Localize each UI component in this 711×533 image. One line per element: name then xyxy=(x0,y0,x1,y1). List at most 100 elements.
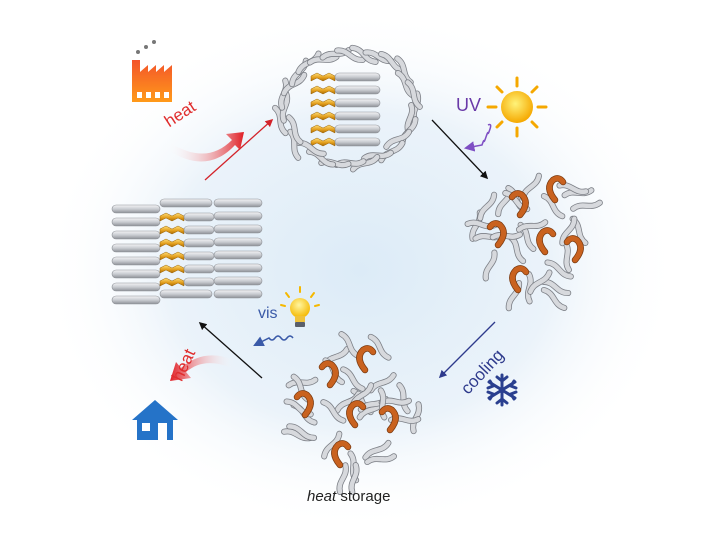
azobenzene-cis xyxy=(564,235,583,263)
crystal-rod-right xyxy=(213,198,263,208)
azobenzene-cis xyxy=(319,360,338,388)
melt-rod-core xyxy=(334,124,381,134)
azobenzene-cis xyxy=(332,440,351,468)
crystal-rod-right xyxy=(213,250,263,260)
crystal-rod-core xyxy=(183,264,215,274)
crystal-rod-left xyxy=(111,282,161,292)
melt-rod-core xyxy=(334,137,381,147)
melt-rod-core xyxy=(334,72,381,82)
crystal-rod-left xyxy=(111,243,161,253)
uv-chain xyxy=(541,279,571,296)
crystal-rod-core xyxy=(183,277,215,287)
uv-chain xyxy=(541,193,565,219)
crystal-rod-core xyxy=(183,251,215,261)
molten-state-molecules xyxy=(272,44,423,173)
uv-chain xyxy=(483,250,497,281)
azobenzene-trans xyxy=(159,212,185,222)
storage-chain xyxy=(321,431,342,459)
uv-label: UV xyxy=(456,95,482,115)
azobenzene-trans xyxy=(159,225,185,235)
crystal-rod-top xyxy=(159,198,213,208)
crystal-rod-bottom xyxy=(159,289,213,299)
azobenzene-trans xyxy=(310,98,336,108)
crystal-rod-left xyxy=(111,217,161,227)
lightbulb-icon xyxy=(280,286,320,327)
azobenzene-cis xyxy=(487,220,506,248)
melt-chain xyxy=(384,129,412,150)
storage-chain xyxy=(287,424,317,441)
azobenzene-trans xyxy=(310,72,336,82)
crystal-rod-left xyxy=(111,230,161,240)
azobenzene-trans xyxy=(159,238,185,248)
uv-wave-arrow xyxy=(463,123,492,152)
crystal-rod-core xyxy=(183,212,215,222)
melt-chain xyxy=(405,80,423,110)
vis-label: vis xyxy=(258,305,278,322)
crystal-rod-right xyxy=(213,224,263,234)
heat-input-arrow xyxy=(168,132,244,162)
crystal-rod-right xyxy=(213,237,263,247)
storage-chain xyxy=(368,334,391,360)
uv-chain xyxy=(477,192,497,221)
melt-rod-core xyxy=(334,85,381,95)
crystal-rod-right xyxy=(213,211,263,221)
uv-chain xyxy=(545,260,574,279)
arrow-uv-state-to-storage xyxy=(438,321,496,379)
uv-chain xyxy=(506,280,522,311)
melt-rod-core xyxy=(334,111,381,121)
uv-chain xyxy=(563,240,572,273)
heat-storage-caption-rest: storage xyxy=(340,488,391,505)
background-glow xyxy=(40,8,680,532)
crystal-rod-left xyxy=(111,204,161,214)
azobenzene-cis xyxy=(510,265,529,293)
melt-chain xyxy=(286,115,303,145)
arrow-melt-to-uv-state xyxy=(431,119,489,180)
azobenzene-cis xyxy=(509,190,528,218)
heat-storage-caption-italic: heat xyxy=(307,488,337,505)
arrow-crystal-to-melt xyxy=(204,118,274,181)
uv-chain xyxy=(570,200,603,211)
melt-chain xyxy=(272,105,288,136)
azobenzene-cis xyxy=(547,175,566,203)
storage-chain xyxy=(337,463,349,495)
heat-storage-caption: heat storage xyxy=(307,488,390,505)
azobenzene-cis xyxy=(357,345,376,373)
azobenzene-trans xyxy=(159,277,185,287)
azobenzene-trans xyxy=(310,137,336,147)
storage-chain xyxy=(339,331,361,359)
azobenzene-cis xyxy=(537,227,556,255)
crystal-state-molecules xyxy=(111,198,263,305)
storage-chain xyxy=(363,440,391,460)
azobenzene-cis xyxy=(347,400,366,428)
heat-output-arrow xyxy=(170,355,234,381)
storage-chain xyxy=(397,382,410,414)
azobenzene-trans xyxy=(310,85,336,95)
storage-chain xyxy=(340,367,365,391)
azobenzene-cis xyxy=(379,405,398,433)
crystal-rod-left xyxy=(111,269,161,279)
azobenzene-trans xyxy=(310,124,336,134)
uv-chain xyxy=(541,287,567,311)
factory-icon xyxy=(132,40,172,102)
azobenzene-trans xyxy=(310,111,336,121)
crystal-rod-left xyxy=(111,295,161,305)
uv-chain xyxy=(560,216,577,246)
azobenzene-trans xyxy=(159,264,185,274)
melt-chain xyxy=(288,129,301,161)
uv-charged-state-molecules xyxy=(464,172,603,312)
uv-chain xyxy=(516,220,548,232)
azobenzene-cis xyxy=(294,390,313,418)
house-icon xyxy=(132,400,178,440)
heat-storage-state-molecules xyxy=(281,331,423,496)
crystal-rod-right xyxy=(213,289,263,299)
vis-wave-arrow xyxy=(253,335,294,346)
arrow-storage-to-crystal xyxy=(198,321,263,379)
azobenzene-trans xyxy=(159,251,185,261)
uv-chain xyxy=(557,182,589,195)
crystal-rod-left xyxy=(111,256,161,266)
melt-chain xyxy=(334,48,366,63)
storage-chain xyxy=(321,399,346,423)
melt-rod-core xyxy=(334,98,381,108)
melt-chain xyxy=(378,51,405,73)
